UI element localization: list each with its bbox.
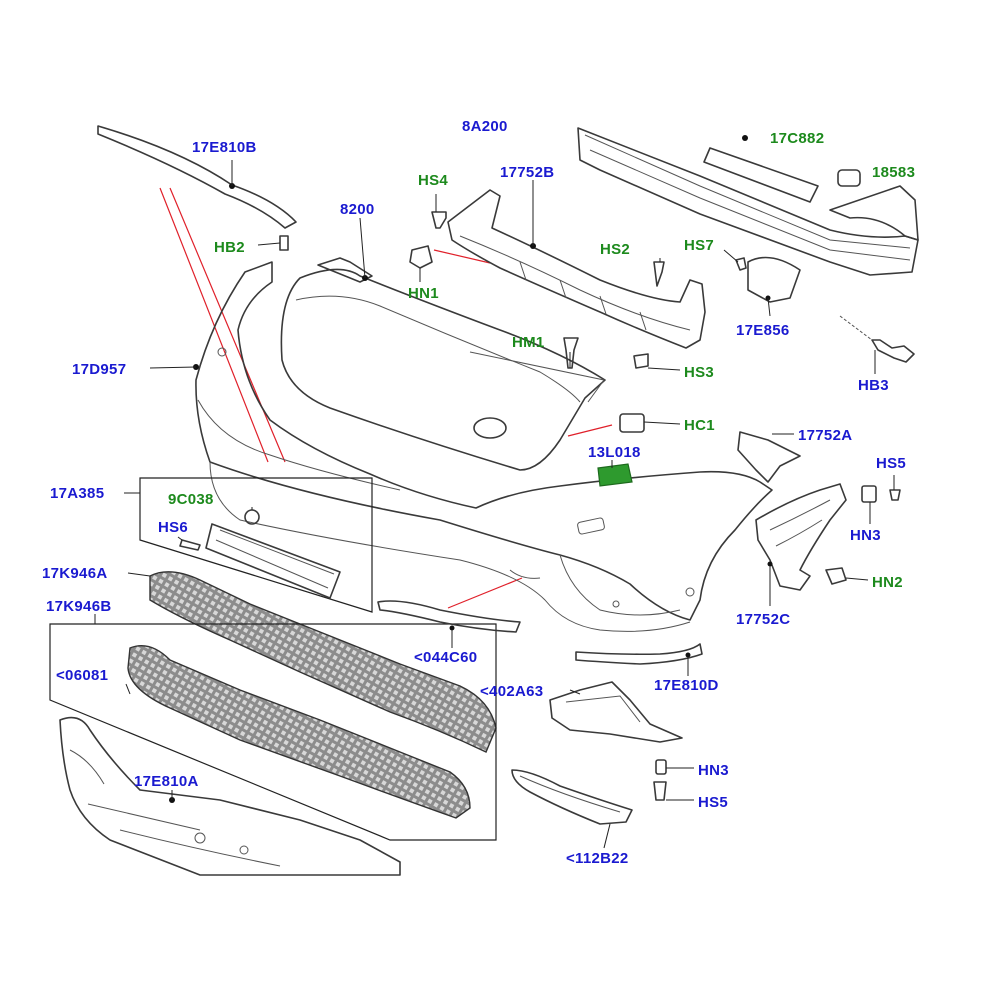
strip-112B22 <box>511 769 633 825</box>
cap-18583 <box>837 169 861 187</box>
label-HS4: HS4 <box>418 172 448 189</box>
label-HN3-lower: HN3 <box>698 762 729 779</box>
label-HN3-upper: HN3 <box>850 527 881 544</box>
highlighted-part-13L018 <box>597 463 633 487</box>
part-labels: 8A200 17E810B 17C882 18583 HS4 17752B 82… <box>42 118 915 867</box>
label-17752B: 17752B <box>500 164 554 181</box>
label-HM1: HM1 <box>512 334 545 351</box>
fasteners <box>179 211 915 801</box>
lower-grille-17K946A <box>149 571 497 753</box>
plate-mount-box <box>139 477 373 613</box>
label-17E810D: 17E810D <box>654 677 719 694</box>
label-06081: <06081 <box>56 667 108 684</box>
label-HS2: HS2 <box>600 241 630 258</box>
crash-beam <box>577 127 919 276</box>
bracket-402A63 <box>549 681 683 743</box>
strip-17E810D <box>575 643 703 665</box>
label-HS5-upper: HS5 <box>876 455 906 472</box>
label-HS3: HS3 <box>684 364 714 381</box>
label-HS7: HS7 <box>684 237 714 254</box>
bracket-17752A <box>737 431 801 483</box>
label-8200: 8200 <box>340 201 375 218</box>
label-402A63: <402A63 <box>480 683 543 700</box>
highlight-guide-lines <box>159 187 613 609</box>
label-17K946A: 17K946A <box>42 565 107 582</box>
lower-grille-box <box>49 623 497 841</box>
label-HC1: HC1 <box>684 417 715 434</box>
label-18583: 18583 <box>872 164 915 181</box>
label-17E810B: 17E810B <box>192 139 257 156</box>
label-17C882: 17C882 <box>770 130 824 147</box>
label-HB3: HB3 <box>858 377 889 394</box>
label-HS5-lower: HS5 <box>698 794 728 811</box>
label-HS6: HS6 <box>158 519 188 536</box>
leader-lines <box>94 160 895 849</box>
label-17K946B: 17K946B <box>46 598 111 615</box>
bracket-17752C <box>755 483 847 591</box>
label-HB2: HB2 <box>214 239 245 256</box>
label-HN2: HN2 <box>872 574 903 591</box>
bumper-cover <box>193 261 773 632</box>
label-17D957: 17D957 <box>72 361 126 378</box>
label-cut-top: 8A200 <box>462 118 508 135</box>
label-17A385: 17A385 <box>50 485 104 502</box>
front-grille <box>280 257 606 471</box>
label-9C038: 9C038 <box>168 491 214 508</box>
label-13L018: 13L018 <box>588 444 641 461</box>
label-17752C: 17752C <box>736 611 790 628</box>
undertray-17E810A <box>59 716 401 876</box>
vent-17E856 <box>747 256 801 303</box>
label-17E856: 17E856 <box>736 322 790 339</box>
label-HN1: HN1 <box>408 285 439 302</box>
label-044C60: <044C60 <box>414 649 477 666</box>
label-17E810A: 17E810A <box>134 773 199 790</box>
strip-044C60 <box>377 600 521 633</box>
label-112B22: <112B22 <box>566 850 629 867</box>
upper-bracket <box>447 189 706 349</box>
label-17752A: 17752A <box>798 427 852 444</box>
